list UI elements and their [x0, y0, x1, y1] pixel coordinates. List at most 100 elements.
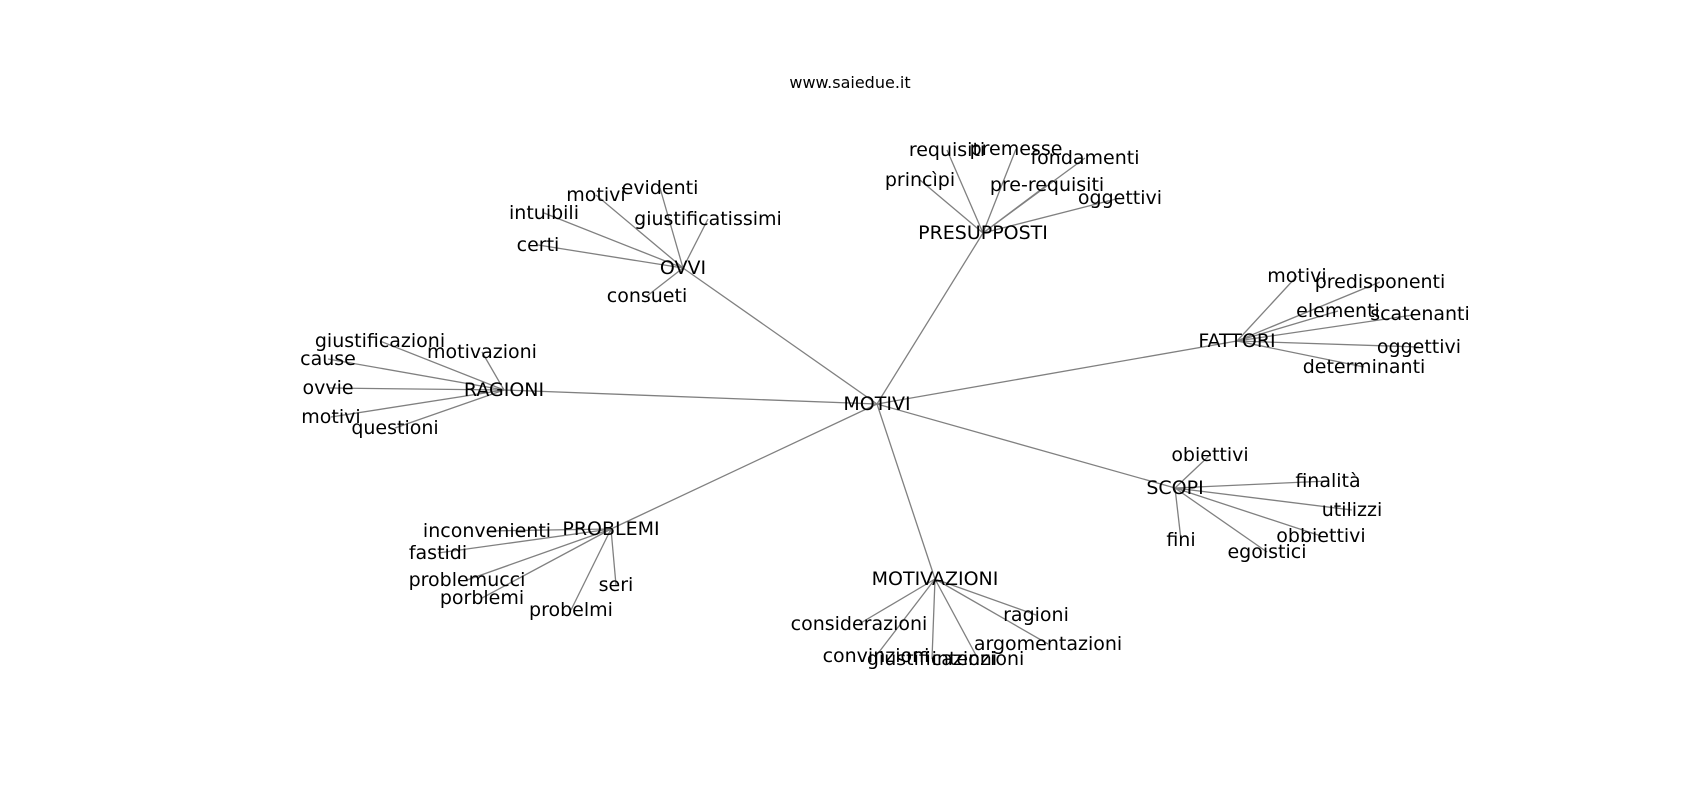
edge-problemi-leaf	[437, 528, 612, 554]
leaf-node-problemi: seri	[599, 574, 634, 596]
leaf-node-fattori: determinanti	[1303, 356, 1426, 378]
leaf-node-fattori: scatenanti	[1370, 303, 1470, 325]
leaf-node-motivazioni: convinzioni	[823, 645, 930, 667]
edge-hub-presupposti	[876, 232, 984, 405]
edge-ragioni-leaf	[330, 389, 505, 418]
leaf-node-scopi: obbiettivi	[1276, 525, 1365, 547]
edge-ragioni-leaf	[327, 387, 505, 391]
leaf-node-motivazioni: ragioni	[1003, 604, 1069, 626]
edge-motivazioni-leaf	[934, 578, 1049, 645]
category-node-ragioni: RAGIONI	[464, 379, 544, 401]
edge-fattori-leaf	[1236, 313, 1421, 342]
site-title: www.saiedue.it	[789, 73, 910, 92]
edge-presupposti-leaf	[919, 179, 984, 234]
edge-scopi-leaf	[1174, 487, 1182, 541]
leaf-node-motivazioni: giustificazioni	[867, 648, 997, 670]
leaf-node-presupposti: fondamenti	[1030, 147, 1139, 169]
leaf-node-ragioni: questioni	[351, 417, 438, 439]
edge-fattori-leaf	[1236, 275, 1298, 342]
leaf-node-problemi: porblemi	[440, 587, 524, 609]
leaf-node-presupposti: pre-requisiti	[990, 174, 1104, 196]
leaf-node-presupposti: oggettivi	[1078, 187, 1162, 209]
leaf-node-ovvi: consueti	[607, 285, 687, 307]
leaf-node-fattori: elementi	[1296, 300, 1380, 322]
edge-presupposti-leaf	[982, 197, 1121, 234]
edge-problemi-leaf	[466, 528, 612, 581]
edge-hub-scopi	[876, 403, 1176, 489]
edge-ragioni-leaf	[327, 358, 505, 391]
leaf-node-ovvi: intuibili	[509, 202, 579, 224]
edge-ragioni-leaf	[481, 351, 505, 391]
edge-fattori-leaf	[1236, 310, 1339, 342]
leaf-node-presupposti: requisiti	[909, 139, 985, 161]
edge-presupposti-leaf	[982, 148, 1017, 234]
leaf-node-problemi: inconvenienti	[423, 520, 551, 542]
edge-problemi-leaf	[570, 528, 612, 611]
category-node-scopi: SCOPI	[1146, 477, 1203, 499]
leaf-node-motivazioni: intenzioni	[932, 648, 1025, 670]
edge-motivazioni-leaf	[934, 578, 979, 660]
category-node-fattori: FATTORI	[1198, 330, 1275, 352]
leaf-node-scopi: utilizzi	[1322, 499, 1383, 521]
edge-problemi-leaf	[610, 528, 617, 586]
edge-scopi-leaf	[1174, 487, 1322, 537]
edge-presupposti-leaf	[982, 184, 1048, 234]
edge-ovvi-leaf	[646, 267, 684, 297]
edge-motivazioni-leaf	[858, 578, 936, 625]
edge-ovvi-leaf	[682, 218, 709, 269]
leaf-node-ragioni: ovvie	[302, 377, 353, 399]
leaf-node-motivazioni: argomentazioni	[974, 633, 1122, 655]
edge-motivazioni-leaf	[875, 578, 936, 657]
leaf-node-ragioni: giustificazioni	[315, 330, 445, 352]
category-node-motivazioni: MOTIVAZIONI	[872, 568, 999, 590]
edge-ovvi-leaf	[543, 212, 684, 269]
edge-ovvi-leaf	[659, 187, 684, 269]
leaf-node-problemi: fastidi	[409, 542, 467, 564]
edge-problemi-leaf	[486, 528, 612, 532]
edge-scopi-leaf	[1174, 487, 1268, 553]
leaf-node-motivazioni: considerazioni	[791, 613, 928, 635]
category-node-problemi: PROBLEMI	[562, 518, 659, 540]
leaf-node-ovvi: motivi	[566, 184, 625, 206]
leaf-node-ovvi: certi	[517, 234, 560, 256]
edge-fattori-leaf	[1236, 281, 1381, 342]
leaf-node-fattori: oggettivi	[1377, 336, 1461, 358]
edge-ragioni-leaf	[394, 389, 505, 429]
edge-motivazioni-leaf	[934, 578, 1037, 616]
leaf-node-scopi: egoistici	[1227, 541, 1306, 563]
leaf-node-presupposti: premesse	[970, 138, 1063, 160]
edge-hub-problemi	[610, 403, 878, 530]
edge-hub-ragioni	[503, 389, 878, 405]
edge-scopi-leaf	[1174, 487, 1353, 511]
edge-fattori-leaf	[1236, 340, 1420, 348]
edge-hub-fattori	[876, 340, 1238, 405]
hub-node-label: MOTIVI	[843, 393, 910, 415]
leaf-node-fattori: predisponenti	[1315, 271, 1446, 293]
leaf-node-fattori: motivi	[1267, 265, 1326, 287]
edge-hub-ovvi	[682, 267, 878, 405]
leaf-node-ovvi: giustificatissimi	[634, 208, 782, 230]
edge-scopi-leaf	[1174, 454, 1211, 489]
edge-motivazioni-leaf	[931, 578, 936, 660]
leaf-node-ragioni: cause	[300, 348, 356, 370]
leaf-node-problemi: probelmi	[529, 599, 613, 621]
graph-edges	[327, 148, 1421, 660]
category-node-ovvi: OVVI	[660, 257, 706, 279]
edge-fattori-leaf	[1236, 340, 1365, 368]
leaf-node-ragioni: motivazioni	[427, 341, 537, 363]
edge-scopi-leaf	[1174, 480, 1329, 489]
edge-presupposti-leaf	[946, 149, 984, 234]
edge-ovvi-leaf	[595, 194, 684, 269]
leaf-node-ragioni: motivi	[301, 406, 360, 428]
leaf-node-scopi: obiettivi	[1171, 444, 1248, 466]
leaf-node-presupposti: princìpi	[885, 169, 955, 191]
leaf-node-ovvi: evidenti	[622, 177, 699, 199]
leaf-node-scopi: fini	[1166, 529, 1195, 551]
edge-ovvi-leaf	[537, 244, 684, 269]
leaf-node-problemi: problemucci	[409, 569, 526, 591]
category-node-presupposti: PRESUPPOSTI	[918, 222, 1048, 244]
edge-problemi-leaf	[481, 528, 612, 599]
edge-hub-motivazioni	[876, 403, 936, 580]
